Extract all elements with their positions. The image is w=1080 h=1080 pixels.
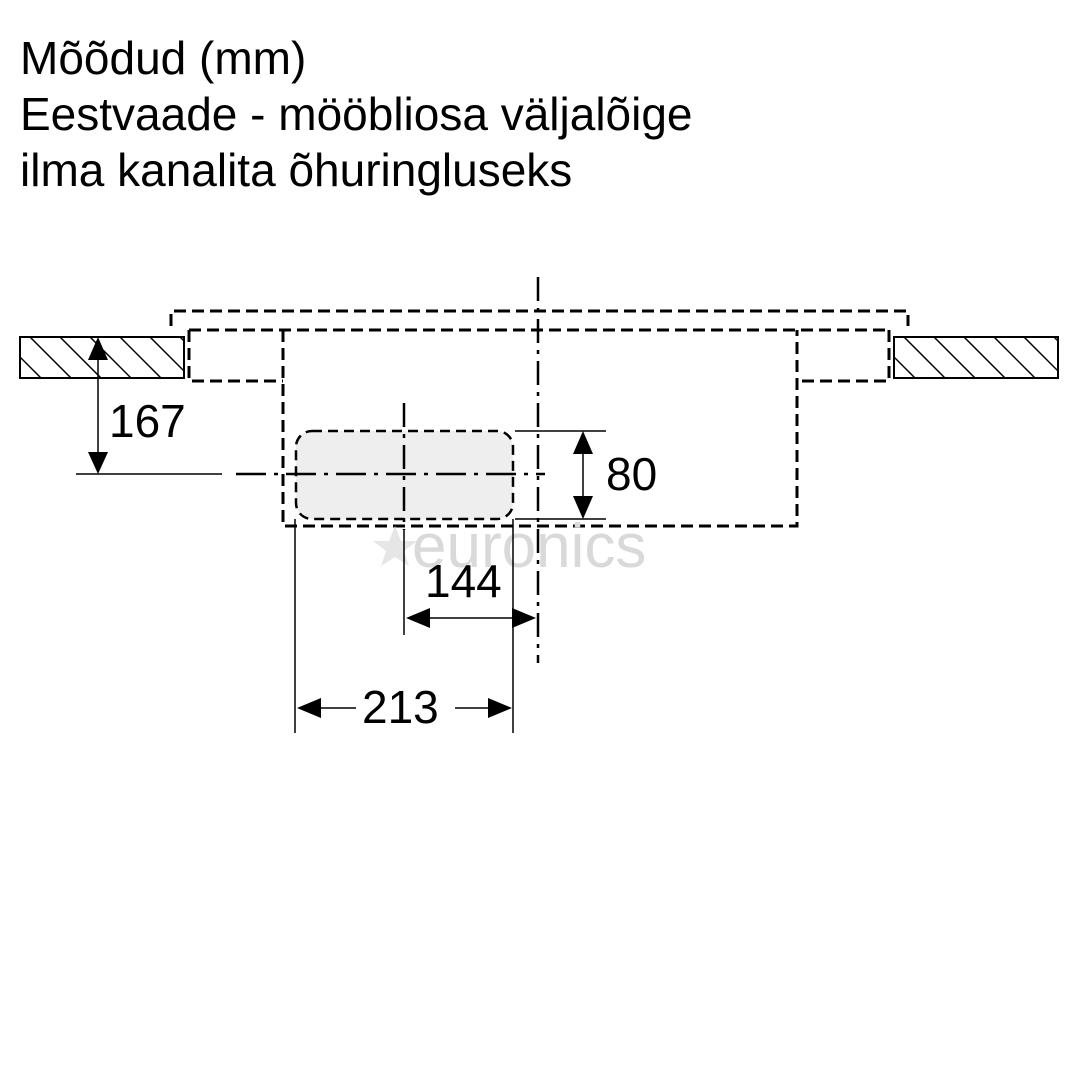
dim-144-label: 144 <box>425 555 502 607</box>
worktop-left <box>19 336 185 379</box>
dim-213 <box>294 519 514 733</box>
watermark-text: euronics <box>412 512 646 581</box>
appliance-outline <box>169 309 910 528</box>
dim-167 <box>76 337 222 475</box>
hob-top-outline <box>169 309 910 326</box>
title-line-3: ilma kanalita õhuringluseks <box>20 144 573 196</box>
title-block: Mõõdud (mm) Eestvaade - mööbliosa väljal… <box>20 30 693 198</box>
worktop-right <box>893 336 1059 379</box>
watermark: euronics <box>373 512 646 581</box>
dim-213-label: 213 <box>362 681 439 733</box>
center-lines <box>236 277 545 663</box>
dim-80 <box>515 430 606 520</box>
dim-144 <box>403 530 536 635</box>
body-outline <box>281 330 799 528</box>
star-icon <box>373 526 417 566</box>
dim-80-label: 80 <box>606 448 657 500</box>
dim-167-label: 167 <box>109 395 186 447</box>
flange-right <box>797 330 891 383</box>
title-line-1: Mõõdud (mm) <box>20 32 307 84</box>
flange-left <box>187 330 283 383</box>
title-line-2: Eestvaade - mööbliosa väljalõige <box>20 88 693 140</box>
